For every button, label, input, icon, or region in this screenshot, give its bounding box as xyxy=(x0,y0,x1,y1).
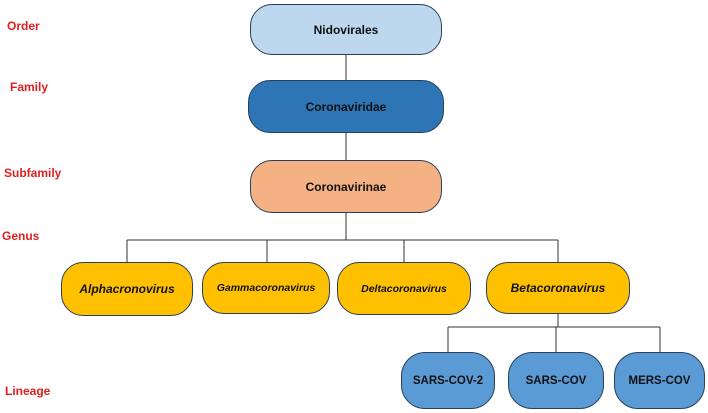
rank-label-order: Order xyxy=(7,19,40,33)
rank-label-lineage: Lineage xyxy=(5,384,51,398)
node-genus-deltacoronavirus: Deltacoronavirus xyxy=(337,262,471,315)
node-genus-alphacronovirus: Alphacronovirus xyxy=(61,262,193,316)
node-genus-gammacoronavirus: Gammacoronavirus xyxy=(202,262,330,314)
node-lineage-mers-cov: MERS-COV xyxy=(614,352,705,409)
node-subfamily-coronavirinae: Coronavirinae xyxy=(250,160,442,213)
rank-label-family: Family xyxy=(10,80,49,94)
node-family-coronaviridae: Coronaviridae xyxy=(248,80,444,133)
node-genus-betacoronavirus: Betacoronavirus xyxy=(486,262,630,314)
rank-label-genus: Genus xyxy=(2,229,40,243)
rank-label-subfamily: Subfamily xyxy=(4,166,62,180)
node-lineage-sars-cov: SARS-COV xyxy=(508,352,604,409)
node-lineage-sars-cov-2: SARS-COV-2 xyxy=(401,352,495,409)
node-order-nidovirales: Nidovirales xyxy=(250,4,442,55)
